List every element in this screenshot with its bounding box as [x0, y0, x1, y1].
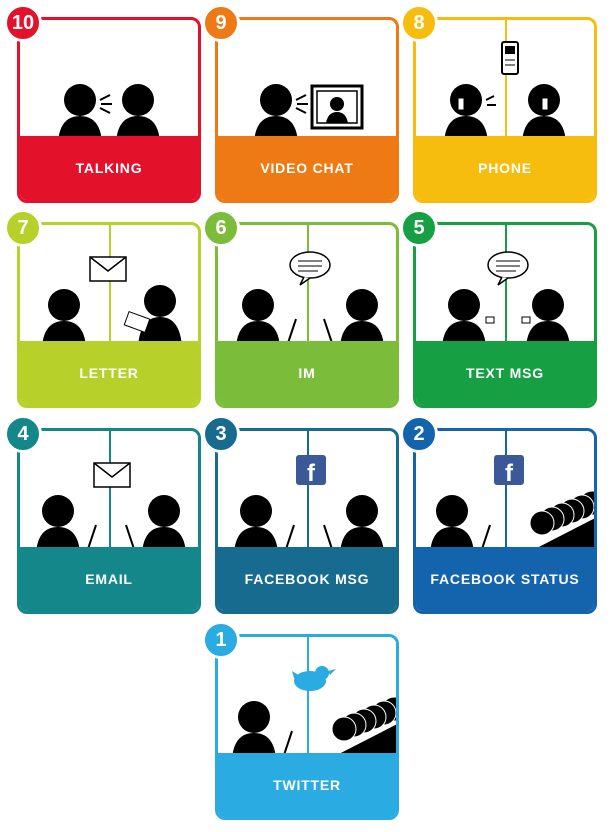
person-icon: [444, 84, 488, 142]
card-text-msg: TEXT MSG: [413, 222, 597, 408]
phone-scene: [444, 41, 566, 142]
envelope-icon: [93, 462, 131, 488]
rank-badge: 6: [202, 209, 240, 247]
card-band: FACEBOOK MSG: [218, 547, 396, 611]
card-talking: TALKING: [17, 17, 201, 203]
speech-lines-icon: [99, 94, 112, 114]
card-band: TWITTER: [218, 753, 396, 817]
person-icon: [42, 289, 86, 347]
twitter-scene: [232, 666, 396, 759]
card-label: LETTER: [79, 365, 139, 381]
card-band: FACEBOOK STATUS: [416, 547, 594, 611]
divider: [307, 637, 309, 757]
card-band: IM: [218, 341, 396, 405]
facebook-status-scene: f: [430, 455, 594, 553]
card-label: IM: [298, 365, 316, 381]
letter-paper-icon: [123, 311, 151, 333]
im-scene: [236, 251, 384, 347]
card-label: EMAIL: [85, 571, 133, 587]
chat-bubble-icon: [289, 251, 331, 286]
person-icon: [340, 495, 384, 553]
card-video-chat: VIDEO CHAT: [215, 17, 399, 203]
card-band: TEXT MSG: [416, 341, 594, 405]
phone-handset-icon: [457, 97, 549, 111]
speech-lines-icon: [295, 94, 308, 114]
card-facebook-msg: f FACEBOOK MSG: [215, 428, 399, 614]
mobile-phone-icon: [485, 316, 531, 324]
card-label: PHONE: [478, 160, 532, 176]
crowd-icon: [525, 490, 594, 553]
card-facebook-status: f FACEBOOK STATUS: [413, 428, 597, 614]
divider: [109, 225, 111, 345]
card-band: EMAIL: [20, 547, 198, 611]
envelope-icon: [89, 256, 127, 282]
card-email: EMAIL: [17, 428, 201, 614]
person-icon: [522, 84, 566, 142]
card-twitter: TWITTER: [215, 634, 399, 820]
rank-badge: 4: [4, 415, 42, 453]
divider: [307, 225, 309, 345]
card-label: TEXT MSG: [466, 365, 544, 381]
card-label: FACEBOOK MSG: [244, 571, 370, 587]
person-icon: [116, 84, 160, 142]
rank-badge: 8: [400, 4, 438, 42]
card-im: IM: [215, 222, 399, 408]
person-icon: [232, 701, 276, 759]
rank-badge: 3: [202, 415, 240, 453]
rank-badge: 10: [4, 4, 42, 42]
facebook-icon: f: [494, 455, 524, 487]
email-scene: [36, 462, 186, 553]
rank-badge: 5: [400, 209, 438, 247]
video-screen-icon: [310, 84, 364, 130]
person-icon: [234, 495, 278, 553]
divider: [505, 225, 507, 345]
card-band: VIDEO CHAT: [218, 136, 396, 200]
video-chat-scene: [254, 84, 364, 142]
divider: [505, 20, 507, 140]
card-letter: LETTER: [17, 222, 201, 408]
person-icon: [142, 495, 186, 553]
twitter-bird-icon: [292, 666, 336, 691]
person-icon: [236, 289, 280, 347]
rank-badge: 2: [400, 415, 438, 453]
card-label: FACEBOOK STATUS: [430, 571, 580, 587]
person-icon: [58, 84, 102, 142]
card-band: TALKING: [20, 136, 198, 200]
mobile-phone-icon: [501, 41, 519, 75]
rank-badge: 1: [202, 621, 240, 659]
card-label: TALKING: [75, 160, 143, 176]
card-label: TWITTER: [273, 777, 341, 793]
person-icon: [340, 289, 384, 347]
card-band: PHONE: [416, 136, 594, 200]
facebook-icon: f: [296, 455, 326, 487]
text-msg-scene: [442, 251, 570, 347]
talking-scene: [58, 84, 160, 142]
chat-bubble-icon: [487, 251, 529, 286]
person-icon: [442, 289, 486, 347]
rank-badge: 7: [4, 209, 42, 247]
card-label: VIDEO CHAT: [260, 160, 354, 176]
divider: [109, 431, 111, 551]
facebook-glyph: f: [505, 460, 514, 487]
person-icon: [36, 495, 80, 553]
card-band: LETTER: [20, 341, 198, 405]
person-icon: [138, 285, 182, 347]
rank-badge: 9: [202, 4, 240, 42]
crowd-icon: [327, 696, 396, 759]
facebook-glyph: f: [307, 460, 316, 487]
divider: [505, 431, 507, 551]
person-icon: [254, 84, 298, 142]
person-icon: [430, 495, 474, 553]
letter-scene: [42, 256, 182, 347]
person-icon: [526, 289, 570, 347]
card-phone: PHONE: [413, 17, 597, 203]
divider: [307, 431, 309, 551]
facebook-msg-scene: f: [234, 455, 384, 553]
speech-lines-icon: [485, 95, 496, 106]
